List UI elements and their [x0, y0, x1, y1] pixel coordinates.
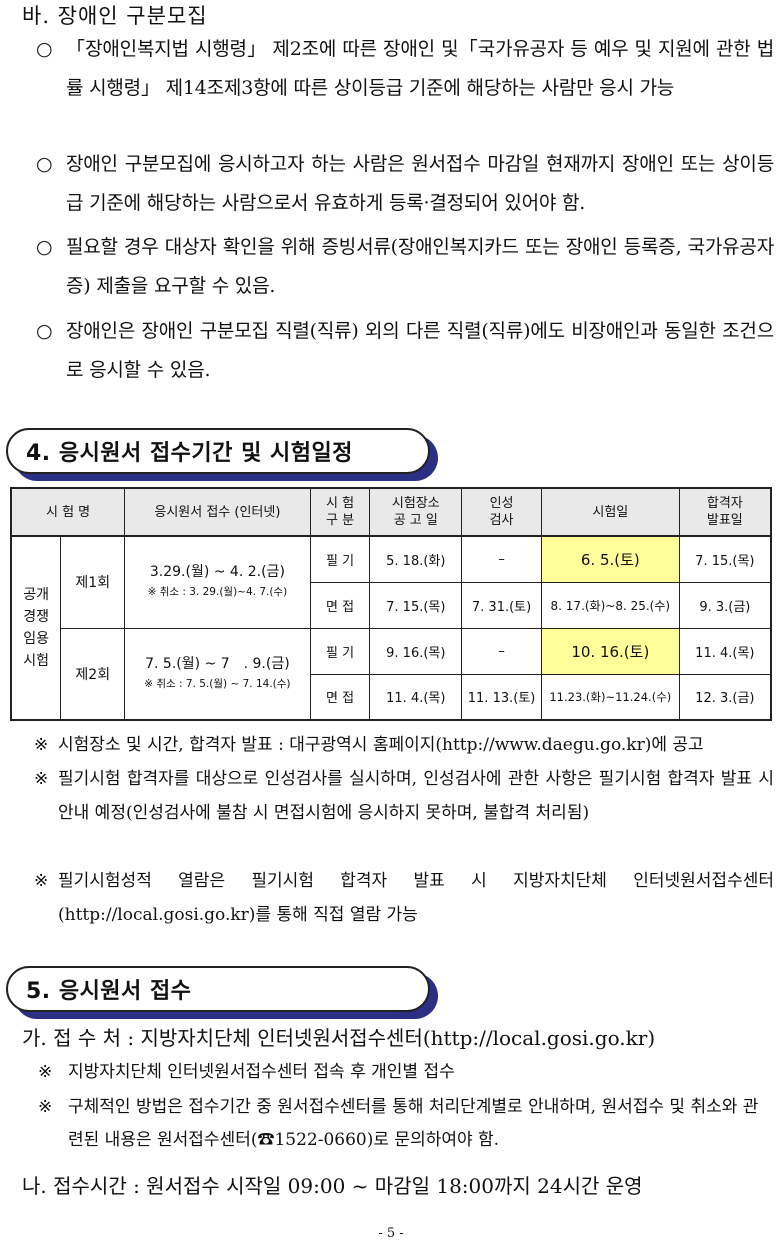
banner-face — [6, 966, 430, 1012]
section-heading-ba: 바. 장애인 구분모집 — [22, 4, 208, 28]
circle-bullet-icon: ○ — [36, 236, 53, 258]
exam-type-cell: 필 기 — [309, 627, 371, 675]
subsection-na: 나. 접수시간 : 원서접수 시작일 09:00 ~ 마감일 18:00까지 2… — [22, 1174, 643, 1198]
application-period-cell: 7. 5.(월) ~ 7 . 9.(금) ※ 취소 : 7. 5.(월) ~ 7… — [124, 627, 311, 721]
table-row: 공개 경쟁 임용 시험 제1회 3.29.(월) ~ 4. 2.(금) ※ 취소… — [10, 535, 772, 721]
reference-mark-icon: ※ — [34, 735, 49, 755]
header-exam-name: 시 험 명 — [10, 487, 126, 537]
section-banner-5: 5. 응시원서 접수 — [6, 966, 438, 1019]
note-item: ※ 구체적인 방법은 접수기간 중 원서접수센터를 통해 처리단계별로 안내하며… — [38, 1091, 774, 1157]
header-exam-date: 시험일 — [540, 487, 680, 537]
exam-type-cell: 필 기 — [309, 535, 371, 583]
table-row: 제2회 7. 5.(월) ~ 7 . 9.(금) ※ 취소 : 7. 5.(월)… — [11, 627, 772, 721]
section-title-5: 5. 응시원서 접수 — [26, 979, 192, 1004]
aptitude-cell: – — [461, 627, 542, 675]
venue-date-cell: 5. 18.(화) — [369, 535, 463, 583]
page-number: - 5 - — [378, 1226, 404, 1241]
bullet-text: 장애인은 장애인 구분모집 직렬(직류) 외의 다른 직렬(직류)에도 비장애인… — [66, 320, 774, 381]
result-date-cell: 7. 15.(목) — [678, 535, 772, 583]
bullet-text: 필요할 경우 대상자 확인을 위해 증빙서류(장애인복지카드 또는 장애인 등록… — [66, 236, 774, 297]
aptitude-cell: – — [461, 535, 542, 583]
note-text: 구체적인 방법은 접수기간 중 원서접수센터를 통해 처리단계별로 안내하며, … — [68, 1097, 759, 1150]
result-date-cell: 9. 3.(금) — [678, 581, 772, 629]
exam-date-cell: 11.23.(화)~11.24.(수) — [540, 673, 680, 721]
venue-date-cell: 9. 16.(목) — [369, 627, 463, 675]
banner-face — [6, 428, 430, 474]
aptitude-cell: 11. 13.(토) — [461, 673, 542, 721]
result-date-cell: 12. 3.(금) — [678, 673, 772, 721]
note-text: 지방자치단체 인터넷원서접수센터 접속 후 개인별 접수 — [68, 1062, 455, 1082]
bullet-item: ○ 장애인 구분모집에 응시하고자 하는 사람은 원서접수 마감일 현재까지 장… — [36, 145, 774, 223]
venue-date-cell: 7. 15.(목) — [369, 581, 463, 629]
circle-bullet-icon: ○ — [36, 38, 53, 60]
note-text: 필기시험 합격자를 대상으로 인성검사를 실시하며, 인성검사에 관한 사항은 … — [58, 769, 774, 823]
header-application: 응시원서 접수 (인터넷) — [124, 487, 311, 537]
exam-type-cell: 면 접 — [309, 673, 371, 721]
category-cell: 공개 경쟁 임용 시험 — [10, 535, 62, 721]
reference-mark-icon: ※ — [38, 1062, 53, 1082]
exam-date-cell: 6. 5.(토) — [540, 535, 680, 583]
reference-mark-icon: ※ — [38, 1097, 53, 1117]
note-item: ※ 지방자치단체 인터넷원서접수센터 접속 후 개인별 접수 — [38, 1056, 774, 1089]
venue-date-cell: 11. 4.(목) — [369, 673, 463, 721]
round-name-cell: 제1회 — [60, 535, 126, 629]
bullet-text: 「장애인복지법 시행령」 제2조에 따른 장애인 및「국가유공자 등 예우 및 … — [66, 38, 774, 99]
note-item: ※ 필기시험 합격자를 대상으로 인성검사를 실시하며, 인성검사에 관한 사항… — [34, 762, 774, 830]
bullet-item: ○ 「장애인복지법 시행령」 제2조에 따른 장애인 및「국가유공자 등 예우 … — [36, 30, 774, 108]
bullet-item: ○ 장애인은 장애인 구분모집 직렬(직류) 외의 다른 직렬(직류)에도 비장… — [36, 312, 774, 390]
circle-bullet-icon: ○ — [36, 320, 53, 342]
section-title-4: 4. 응시원서 접수기간 및 시험일정 — [26, 441, 353, 466]
reference-mark-icon: ※ — [34, 769, 49, 789]
note-item: ※ 필기시험성적 열람은 필기시험 합격자 발표 시 지방자치단체 인터넷원서접… — [34, 864, 774, 932]
reference-mark-icon: ※ — [34, 871, 49, 891]
exam-date-cell: 8. 17.(화)~8. 25.(수) — [540, 581, 680, 629]
application-period-cell: 3.29.(월) ~ 4. 2.(금) ※ 취소 : 3. 29.(월)~4. … — [124, 535, 311, 629]
aptitude-cell: 7. 31.(토) — [461, 581, 542, 629]
exam-date-cell: 10. 16.(토) — [540, 627, 680, 675]
note-item: ※ 시험장소 및 시간, 합격자 발표 : 대구광역시 홈페이지(http://… — [34, 728, 774, 762]
note-text: 필기시험성적 열람은 필기시험 합격자 발표 시 지방자치단체 인터넷원서접수센… — [58, 871, 774, 925]
bullet-item: ○ 필요할 경우 대상자 확인을 위해 증빙서류(장애인복지카드 또는 장애인 … — [36, 228, 774, 306]
table-row: 면 접 7. 15.(목) 7. 31.(토) 8. 17.(화)~8. 25.… — [11, 581, 772, 629]
circle-bullet-icon: ○ — [36, 153, 53, 175]
note-text: 시험장소 및 시간, 합격자 발표 : 대구광역시 홈페이지(http://ww… — [58, 735, 704, 755]
subsection-ga: 가. 접 수 처 : 지방자치단체 인터넷원서접수센터(http://local… — [22, 1026, 656, 1050]
bullet-text: 장애인 구분모집에 응시하고자 하는 사람은 원서접수 마감일 현재까지 장애인… — [66, 153, 774, 214]
table-row: 면 접 11. 4.(목) 11. 13.(토) 11.23.(화)~11.24… — [11, 673, 772, 721]
result-date-cell: 11. 4.(목) — [678, 627, 772, 675]
section-banner-4: 4. 응시원서 접수기간 및 시험일정 — [6, 428, 438, 481]
exam-type-cell: 면 접 — [309, 581, 371, 629]
round-name-cell: 제2회 — [60, 627, 126, 721]
